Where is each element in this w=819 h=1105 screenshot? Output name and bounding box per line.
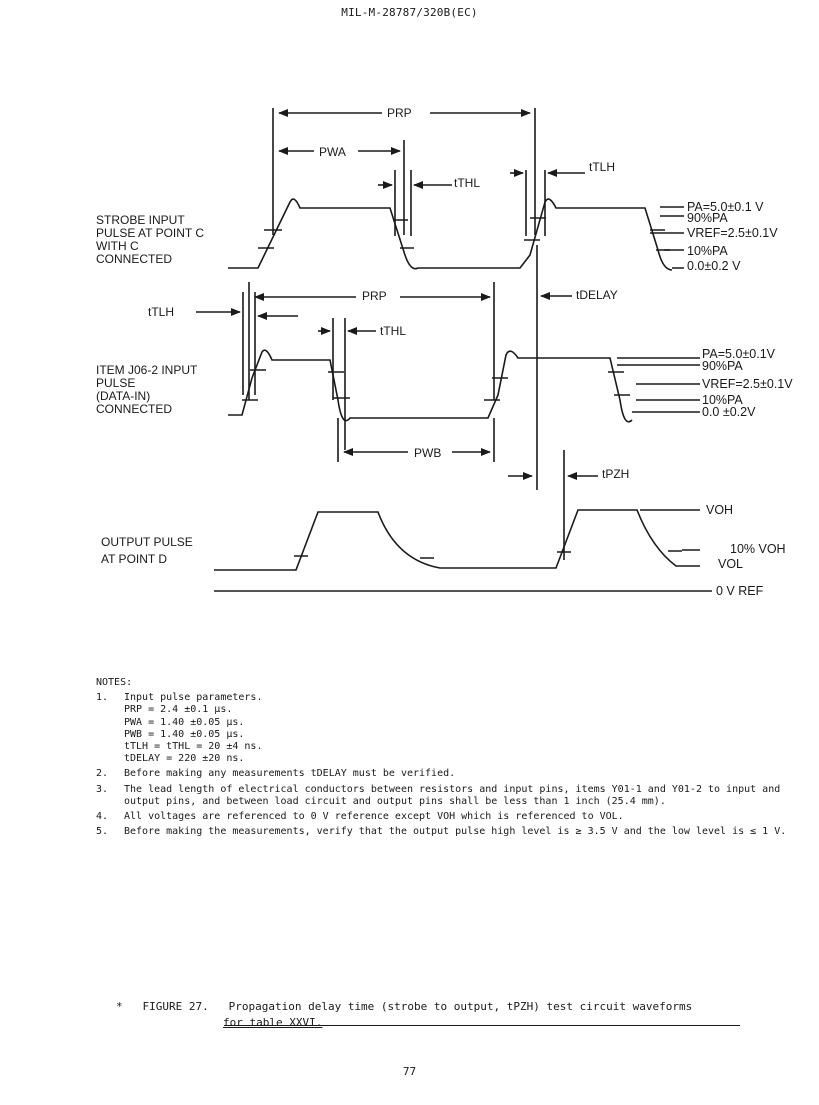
param-pwb: PWB = 1.40 ±0.05 µs. (124, 728, 245, 740)
tthl-label-strobe: tTHL (454, 176, 480, 190)
figure-caption: * FIGURE 27. Propagation delay time (str… (116, 1000, 740, 1029)
strobe-level-zero: 0.0±0.2 V (687, 259, 741, 273)
item-label-line-1: ITEM J06-2 INPUT (96, 363, 198, 377)
caption-rule (224, 1025, 740, 1026)
param-prp: PRP = 2.4 ±0.1 µs. (124, 704, 233, 716)
strobe-label-line-2: PULSE AT POINT C (96, 226, 204, 240)
pwb-label: PWB (414, 446, 441, 460)
strobe-level-pa: PA=5.0±0.1 V (687, 200, 764, 214)
item-level-pa: PA=5.0±0.1V (702, 347, 776, 361)
prp-label-item: PRP (362, 289, 387, 303)
caption-line-2: for table XXVI. (223, 1016, 323, 1029)
note-2: 2. Before making any measurements tDELAY… (96, 768, 796, 780)
note-4: 4. All voltages are referenced to 0 V re… (96, 811, 796, 823)
output-level-voh: VOH (706, 503, 733, 517)
strobe-label-line-4: CONNECTED (96, 252, 172, 266)
item-level-zero: 0.0 ±0.2V (702, 405, 756, 419)
item-label-line-2: PULSE (96, 376, 135, 390)
note-3: 3. The lead length of electrical conduct… (96, 784, 796, 808)
output-label-line-2: AT POINT D (101, 552, 167, 566)
notes-section: NOTES: 1. Input pulse parameters. PRP = … (96, 677, 796, 838)
strobe-level-90: 90%PA (687, 211, 728, 225)
ttlh-label-strobe: tTLH (589, 160, 615, 174)
note-1: 1. Input pulse parameters. (96, 692, 796, 704)
param-transition: tTLH = tTHL = 20 ±4 ns. (124, 741, 263, 753)
caption-figure-number: FIGURE 27. (142, 1000, 209, 1013)
caption-line-1: Propagation delay time (strobe to output… (228, 1000, 693, 1013)
strobe-label-line-1: STROBE INPUT (96, 213, 185, 227)
param-pwa: PWA = 1.40 ±0.05 µs. (124, 716, 245, 728)
tdelay-label: tDELAY (576, 288, 618, 302)
note-text: Before making the measurements, verify t… (124, 826, 787, 838)
item-level-10: 10%PA (702, 393, 743, 407)
tthl-label-item: tTHL (380, 324, 406, 338)
strobe-label-line-3: WITH C (96, 239, 139, 253)
note-text: Input pulse parameters. (124, 692, 263, 704)
item-label-line-3: (DATA-IN) (96, 389, 150, 403)
strobe-level-10: 10%PA (687, 244, 728, 258)
page-number: 77 (402, 1065, 417, 1078)
output-waveform (214, 509, 700, 571)
note-text: All voltages are referenced to 0 V refer… (124, 811, 624, 823)
notes-title: NOTES: (96, 677, 133, 688)
pwa-label: PWA (319, 145, 346, 159)
note-text: Before making any measurements tDELAY mu… (124, 768, 456, 780)
param-delay: tDELAY = 220 ±20 ns. (124, 753, 245, 765)
item-label-line-4: CONNECTED (96, 402, 172, 416)
output-label-line-1: OUTPUT PULSE (101, 535, 193, 549)
note-number: 3. (96, 783, 109, 795)
caption-star: * (116, 1000, 123, 1013)
waveform-diagram: STROBE INPUT PULSE AT POINT C WITH C CON… (96, 106, 793, 598)
ttlh-label-item: tTLH (148, 305, 174, 319)
item-level-90: 90%PA (702, 359, 743, 373)
strobe-level-vref: VREF=2.5±0.1V (687, 226, 778, 240)
item-waveform (228, 349, 633, 423)
document-header: MIL-M-28787/320B(EC) (341, 6, 478, 19)
item-level-vref: VREF=2.5±0.1V (702, 377, 793, 391)
output-level-vol: VOL (718, 557, 743, 571)
prp-label-strobe: PRP (387, 106, 412, 120)
tpzh-label: tPZH (602, 467, 629, 481)
strobe-waveform (228, 198, 673, 271)
output-level-0vref: 0 V REF (716, 584, 764, 598)
note-number: 4. (96, 811, 109, 823)
note-number: 2. (96, 768, 109, 780)
output-level-10voh: 10% VOH (730, 542, 786, 556)
note-5: 5. Before making the measurements, verif… (96, 826, 796, 838)
note-number: 1. (96, 692, 109, 704)
note-text: The lead length of electrical conductors… (124, 783, 781, 807)
note-number: 5. (96, 826, 109, 838)
